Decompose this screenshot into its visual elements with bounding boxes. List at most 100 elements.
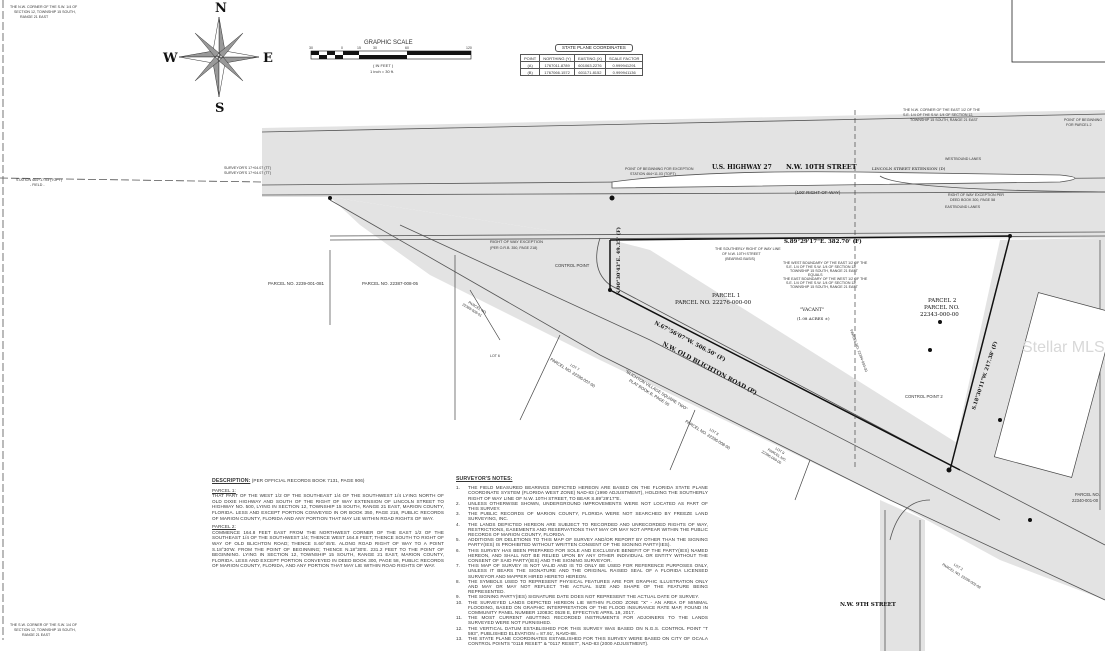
parcel1-title: PARCEL 1: xyxy=(212,487,236,493)
note-item: THE FIELD MEASURED BEARINGS DEPICTED HER… xyxy=(468,485,708,501)
parcel1-description: THAT PART OF THE WEST 1/2 OF THE SOUTHEA… xyxy=(212,493,444,521)
nw-corner-label: SECTION 12, TOWNSHIP 15 SOUTH, xyxy=(14,10,76,14)
scale-tick: 0 xyxy=(341,46,343,50)
scale-tick: 60 xyxy=(405,46,409,50)
nw-9th-street-area xyxy=(880,500,925,651)
table-header: EASTING (X) xyxy=(573,54,606,62)
note-item: THE SURVEYED LANDS DEPICTED HEREON LIE W… xyxy=(468,599,708,616)
state-plane-coordinates-table: POINT NORTHING (Y) EASTING (X) SCALE FAC… xyxy=(519,54,644,76)
scale-ratio: 1 inch = 30 ft. xyxy=(370,69,394,74)
note-item: THE LANDS DEPICTED HEREON ARE SUBJECT TO… xyxy=(468,521,708,538)
note-item: THE MOST CURRENT ABUTTING RECORDED INSTR… xyxy=(468,615,708,626)
bearing-north-line: S.89°29'17"E. 382.70' (F) xyxy=(784,238,862,245)
survey-monument-icons xyxy=(328,195,1032,522)
right-of-way-width: (100' RIGHT-OF-WAY) xyxy=(795,190,841,195)
station-label: STATION 464+17.03 (TOPT) xyxy=(16,178,62,182)
nw-10th-street-label: N.W. 10TH STREET xyxy=(786,163,857,171)
westbound-lanes-label: WESTBOUND LANES xyxy=(945,157,982,161)
table-cell: 601171.8152 xyxy=(573,68,606,76)
compass-south: S xyxy=(215,101,224,116)
table-cell: (B) xyxy=(519,68,541,76)
property-boundary xyxy=(609,235,1011,471)
sw-corner-label: RANGE 21 EAST xyxy=(22,633,51,637)
north-arrow-compass-icon: N E S W xyxy=(162,1,273,116)
table-header: POINT xyxy=(519,54,541,62)
note-item: THE STATE PLANE COORDINATES ESTABLISHED … xyxy=(468,636,708,647)
description-title: DESCRIPTION: xyxy=(212,478,251,484)
table-cell: (A) xyxy=(519,61,541,69)
pob-exception-label: STATION 464+11.03 (TOPT) xyxy=(630,172,676,176)
boundary-note: EQUALS xyxy=(808,273,823,277)
lincoln-street-extension-label: LINCOLN STREET EXTENSION (D) xyxy=(872,166,946,171)
pob-exception-label: POINT OF BEGINNING FOR EXCEPTION xyxy=(625,167,694,171)
station-label: - FIELD - xyxy=(30,183,45,187)
vacant-label: "VACANT" xyxy=(800,307,824,313)
note-item: THE SYMBOLS USED TO REPRESENT PHYSICAL F… xyxy=(468,578,708,595)
baseline-label: SURVEYOR'S 17+04.07 (TT) xyxy=(224,166,271,170)
note-item: ADDITIONS OR DELETIONS TO THIS MAP OF SU… xyxy=(468,537,708,548)
sw-corner-label: SECTION 12, TOWNSHIP 15 SOUTH, xyxy=(14,628,76,632)
scale-title: GRAPHIC SCALE xyxy=(364,40,413,46)
corner-label: TOWNSHIP 15 SOUTH, RANGE 21 EAST xyxy=(910,118,979,122)
table-cell: 0.999941136 xyxy=(604,68,644,76)
notes-title: SURVEYOR'S NOTES: xyxy=(456,476,513,482)
lot6-label: LOT 6 xyxy=(490,354,500,358)
boundary-note: S.E. 1/4 OF THE S.W. 1/4 OF SECTION 12, xyxy=(786,281,856,285)
parcel-2239-label: PARCEL NO. 2239-001-081 xyxy=(268,281,325,286)
description-source: (PER OFFICIAL RECORDS BOOK 7131, PAGE 90… xyxy=(251,478,365,483)
boundary-note: S.E. 1/4 OF THE S.W. 1/4 OF SECTION 12, xyxy=(786,265,856,269)
state-plane-title: STATE PLANE COORDINATES xyxy=(555,44,633,52)
table-header: NORTHING (Y) xyxy=(539,54,575,62)
surveyors-notes-block: SURVEYOR'S NOTES: 1.THE FIELD MEASURED B… xyxy=(456,476,708,647)
boundary-note: TOWNSHIP 15 SOUTH, RANGE 21 EAST xyxy=(790,269,859,273)
scale-unit: ( IN FEET ) xyxy=(373,63,394,68)
table-cell: 0.999941291 xyxy=(604,61,644,69)
corner-label: THE N.W. CORNER OF THE EAST 1/2 OF THE xyxy=(903,108,981,112)
nw-9th-street-label: N.W. 9TH STREET xyxy=(840,602,897,608)
watermark: Stellar MLS xyxy=(1022,339,1105,356)
row-exception-or-label: (PER O.R.B. 350, PAGE 218) xyxy=(490,246,537,250)
boundary-note: TOWNSHIP 15 SOUTH, RANGE 21 EAST xyxy=(790,285,859,289)
row-exception-label: DEED BOOK 300, PAGE 58 xyxy=(950,198,995,202)
table-cell: 1767011.8789 xyxy=(539,61,575,69)
parcel2-number: 22343-000-00 xyxy=(920,312,959,318)
parcel-22340-label: 22340-001-00 xyxy=(1072,498,1099,503)
note-item: THE PUBLIC RECORDS OF MARION COUNTY, FLO… xyxy=(468,511,708,522)
table-cell: 1767066.1572 xyxy=(539,68,575,76)
scale-tick: 120 xyxy=(466,46,472,50)
lot-label: LOT 7 xyxy=(569,363,580,372)
scale-tick: 30 xyxy=(309,46,313,50)
row-exception-label: RIGHT OF WAY EXCEPTION PER xyxy=(948,193,1004,197)
nw-corner-label: THE N.W. CORNER OF THE S.W. 1/4 OF xyxy=(10,5,78,9)
baseline-label: SURVEYOR'S 17+04.07 (TT) xyxy=(224,171,271,175)
table-header: SCALE FACTOR xyxy=(604,54,644,62)
boundary-note: THE WEST BOUNDARY OF THE EAST 1/2 OF THE xyxy=(783,261,868,265)
lot-label: LOT 9 xyxy=(775,447,786,456)
table-cell: 601063.2276 xyxy=(573,61,606,69)
lot-lines xyxy=(329,110,1105,510)
parcel-label: PARCEL NO. 22396-008-00 xyxy=(684,419,731,451)
south-row-label: OF N.W. 10TH STREET xyxy=(722,252,762,256)
description-block: DESCRIPTION: (PER OFFICIAL RECORDS BOOK … xyxy=(212,478,444,572)
parcel1-label: PARCEL 1 xyxy=(712,293,740,299)
parcel1-number: PARCEL NO. 22276-000-00 xyxy=(675,300,752,306)
parcel-label: PARCEL NO. 22396-007-00 xyxy=(549,357,596,389)
us-highway-27-label: U.S. HIGHWAY 27 xyxy=(712,164,772,171)
note-item: THE VERTICAL DATUM ESTABLISHED FOR THIS … xyxy=(468,625,708,636)
graphic-scale: GRAPHIC SCALE 30 0 15 30 60 120 ( IN FEE… xyxy=(309,40,472,74)
old-blichton-road-area xyxy=(330,197,1105,600)
parcel-22340-label: PARCEL NO. xyxy=(1075,492,1100,497)
lot-label: LOT 2 xyxy=(953,563,964,572)
control-point-label: CONTROL POINT xyxy=(555,263,590,268)
parcel-22387-label: PARCEL NO. 22387-008-05 xyxy=(362,281,419,286)
lot-label: LOT 8 xyxy=(709,428,720,437)
table-row: (B) 1767066.1572 601171.8152 0.999941136 xyxy=(519,68,644,76)
pob-parcel2-label: FOR PARCEL 2 xyxy=(1066,123,1092,127)
parcel2-title: PARCEL 2: xyxy=(212,524,236,530)
parcel-22394-label: PARCEL NO. 22394-000-00 xyxy=(849,329,868,372)
boundary-note: THE EAST BOUNDARY OF THE WEST 1/2 OF THE xyxy=(783,277,868,281)
south-row-label: THE SOUTHERLY RIGHT OF WAY LINE xyxy=(715,247,781,251)
corner-label: S.E. 1/4 OF THE S.W. 1/4 OF SECTION 12, xyxy=(903,113,973,117)
